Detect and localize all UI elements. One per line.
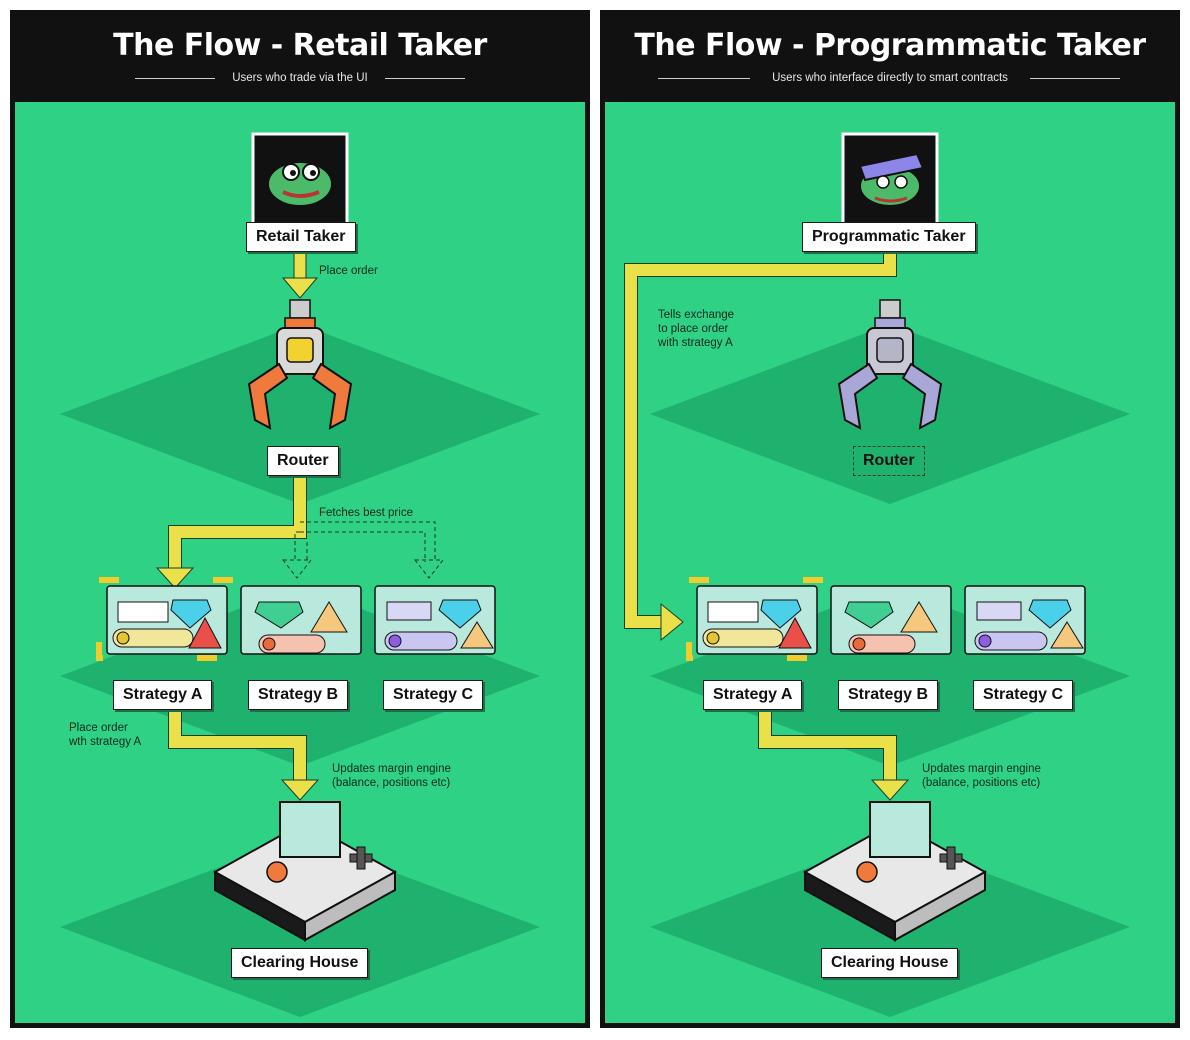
router-label-bypassed: Router — [853, 446, 925, 476]
margin-engine-note: Updates margin engine (balance, position… — [922, 763, 1041, 789]
execute-order-arrow — [758, 706, 910, 801]
game-console-icon — [212, 801, 398, 942]
strategy-card-c[interactable] — [374, 585, 496, 655]
retail-flow-panel: The Flow - Retail Taker Users who trade … — [10, 10, 590, 1028]
frog-avatar-with-visor-icon — [841, 132, 939, 226]
tells-exchange-note: Tells exchange to place order with strat… — [658, 309, 735, 349]
title-divider-left — [658, 78, 750, 79]
frog-avatar-icon — [251, 132, 349, 226]
flow-diagram-svg — [60, 132, 540, 1017]
place-order-arrow — [281, 243, 319, 299]
game-console-icon — [802, 801, 988, 942]
programmatic-flow-panel: The Flow - Programmatic Taker Users who … — [600, 10, 1180, 1028]
panel-subtitle: Users who trade via the UI — [232, 72, 368, 84]
strategy-card-b[interactable] — [240, 585, 362, 655]
retail-taker-label: Retail Taker — [246, 222, 356, 252]
place-order-note: Place order — [319, 265, 378, 277]
strategy-b-label[interactable]: Strategy B — [248, 680, 349, 710]
title-divider-right — [1030, 78, 1120, 79]
strategy-card-c[interactable] — [964, 585, 1086, 655]
panel-title: The Flow - Programmatic Taker — [634, 28, 1146, 63]
fetch-best-price-note: Fetches best price — [319, 507, 413, 519]
margin-engine-note: Updates margin engine (balance, position… — [332, 763, 451, 789]
claw-grabber-icon — [247, 299, 353, 430]
diagram-canvas: Programmatic Taker Tells exchange to pla… — [605, 102, 1175, 1023]
panel-header: The Flow - Retail Taker Users who trade … — [10, 10, 590, 102]
fetch-price-arrow — [155, 468, 307, 589]
panel-title: The Flow - Retail Taker — [113, 28, 487, 63]
strategy-b-label[interactable]: Strategy B — [838, 680, 939, 710]
diagram-canvas: Retail Taker Place order Router Fetches … — [15, 102, 585, 1023]
place-order-strategy-a-note: Place order wth strategy A — [69, 722, 142, 748]
programmatic-taker-label: Programmatic Taker — [802, 222, 976, 252]
strategy-card-b[interactable] — [830, 585, 952, 655]
execute-order-arrow — [168, 706, 320, 801]
dashed-price-query-arrows — [281, 521, 445, 579]
claw-grabber-icon — [837, 299, 943, 430]
flow-diagram-svg — [624, 132, 1130, 1017]
router-label: Router — [267, 446, 339, 476]
strategy-a-label[interactable]: Strategy A — [703, 680, 803, 710]
strategy-card-a[interactable] — [96, 577, 236, 661]
router-platform — [650, 324, 1130, 504]
strategy-c-label[interactable]: Strategy C — [973, 680, 1074, 710]
clearing-house-label: Clearing House — [821, 948, 959, 978]
router-platform — [60, 324, 540, 504]
panel-header: The Flow - Programmatic Taker Users who … — [600, 10, 1180, 102]
clearing-house-label: Clearing House — [231, 948, 369, 978]
strategy-c-label[interactable]: Strategy C — [383, 680, 484, 710]
strategy-card-a[interactable] — [686, 577, 826, 661]
title-divider-right — [385, 78, 465, 79]
strategy-a-label[interactable]: Strategy A — [113, 680, 213, 710]
panel-subtitle: Users who interface directly to smart co… — [772, 72, 1008, 84]
direct-contract-arrow — [624, 244, 897, 642]
title-divider-left — [135, 78, 215, 79]
